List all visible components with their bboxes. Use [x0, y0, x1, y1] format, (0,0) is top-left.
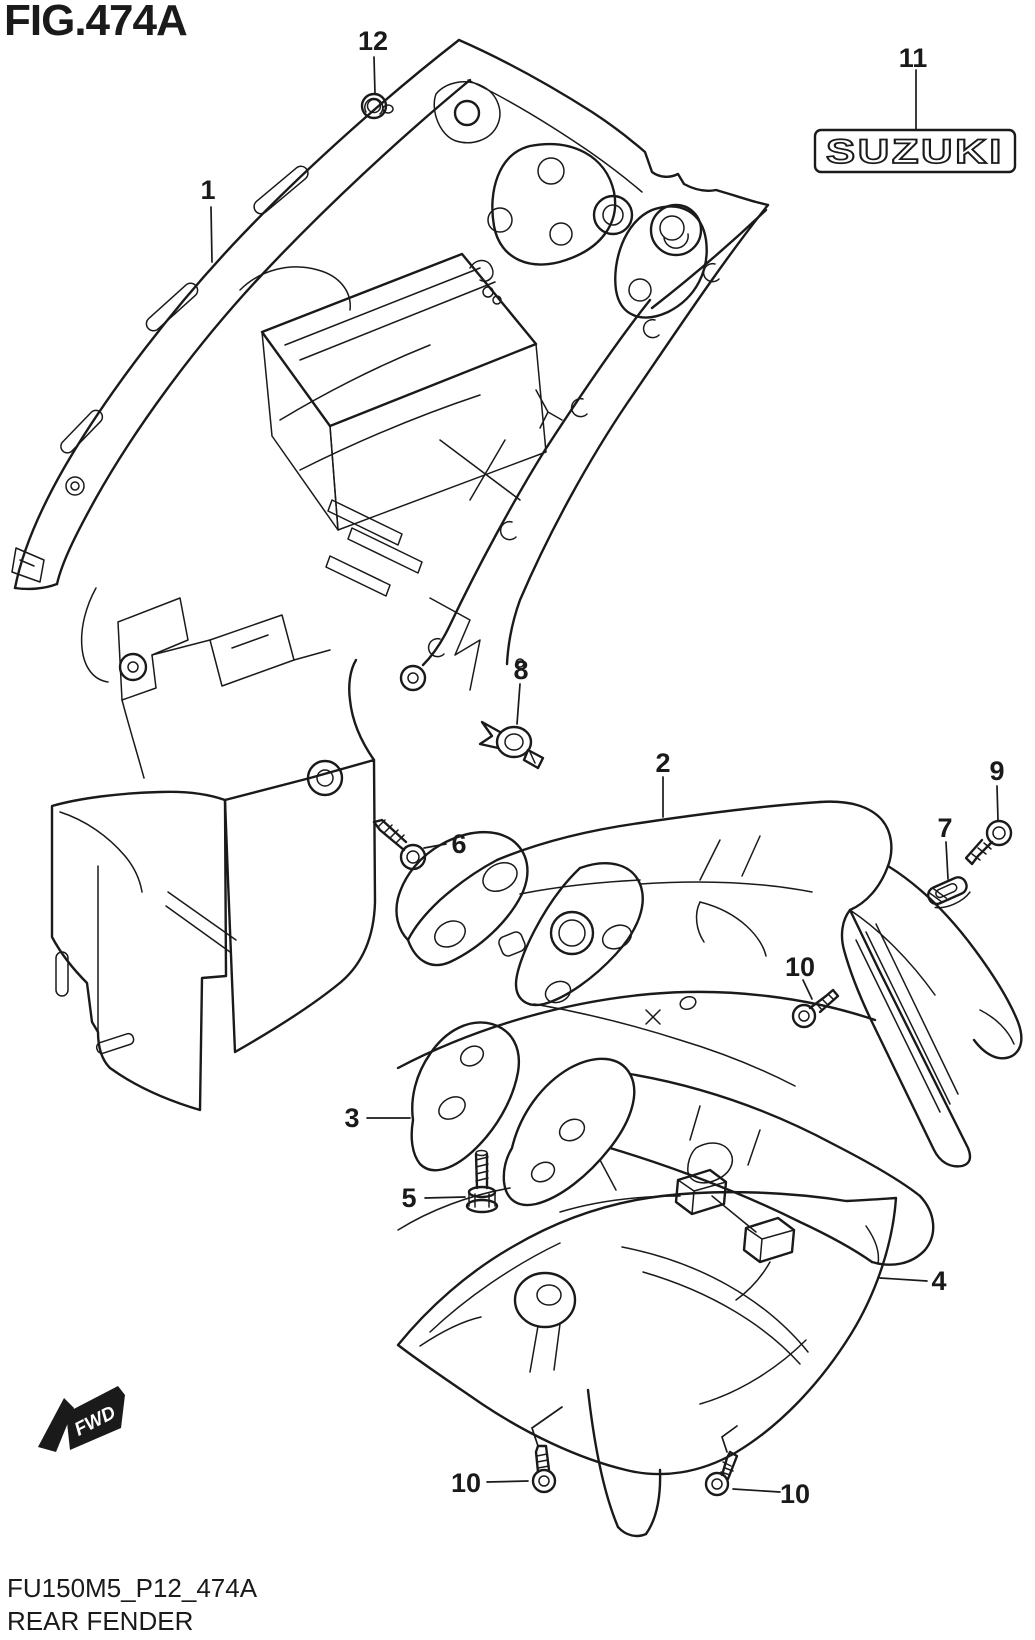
bolt-5 [465, 1149, 499, 1214]
callout-11: 11 [899, 43, 928, 73]
part-1-rear-fender-front [11, 38, 770, 1112]
clip-nut-7 [927, 876, 971, 909]
page-title: FIG.474A [4, 0, 188, 45]
callout-10-lower-left: 10 [451, 1468, 481, 1498]
callout-2: 2 [655, 748, 670, 778]
leader-5 [424, 1196, 466, 1199]
leader-10b [486, 1406, 563, 1483]
leader-1 [210, 206, 213, 263]
screw-9 [964, 819, 1013, 866]
callout-6: 6 [451, 829, 466, 859]
callout-1: 1 [200, 175, 215, 205]
footer-part-code: FU150M5_P12_474A [7, 1573, 258, 1603]
footer: FU150M5_P12_474A REAR FENDER [7, 1572, 257, 1638]
fwd-arrow-panel [66, 1386, 125, 1450]
suzuki-emblem: SUZUKI [813, 128, 1017, 174]
leader-10c [720, 1425, 781, 1493]
clip-8 [478, 720, 545, 770]
leader-12 [373, 56, 376, 95]
fwd-arrowhead-icon [38, 1398, 74, 1452]
callout-5: 5 [401, 1183, 416, 1213]
footer-part-name: REAR FENDER [7, 1606, 194, 1636]
callout-12: 12 [358, 26, 388, 56]
part-2-fender-rear-cover [395, 800, 1023, 1168]
callout-10-upper: 10 [785, 952, 815, 982]
part-3-fender-bracket [396, 990, 935, 1266]
leader-10a [802, 979, 813, 1000]
screw-10-lower-right [704, 1450, 739, 1497]
leader-4 [879, 1277, 928, 1282]
leader-7 [945, 841, 949, 880]
callout-7: 7 [937, 813, 952, 843]
fwd-arrow: FWD [38, 1386, 125, 1452]
leader-6 [423, 843, 447, 849]
screw-10-upper [791, 988, 840, 1029]
part-4-mud-guard [396, 1190, 898, 1538]
screw-10-lower-left [531, 1444, 557, 1494]
callout-9: 9 [989, 756, 1004, 786]
callout-3: 3 [344, 1103, 359, 1133]
leader-lines [210, 56, 999, 1493]
rivet-12 [360, 92, 394, 120]
damper-block-2 [711, 1195, 796, 1301]
leader-9 [996, 785, 999, 821]
callout-10-lower-right: 10 [780, 1479, 810, 1509]
emblem-label: SUZUKI [826, 133, 1004, 171]
leader-8 [516, 683, 521, 725]
callout-4: 4 [931, 1266, 946, 1296]
damper-block-1 [674, 1168, 728, 1216]
screw-6 [372, 818, 427, 871]
callout-8: 8 [513, 655, 528, 685]
